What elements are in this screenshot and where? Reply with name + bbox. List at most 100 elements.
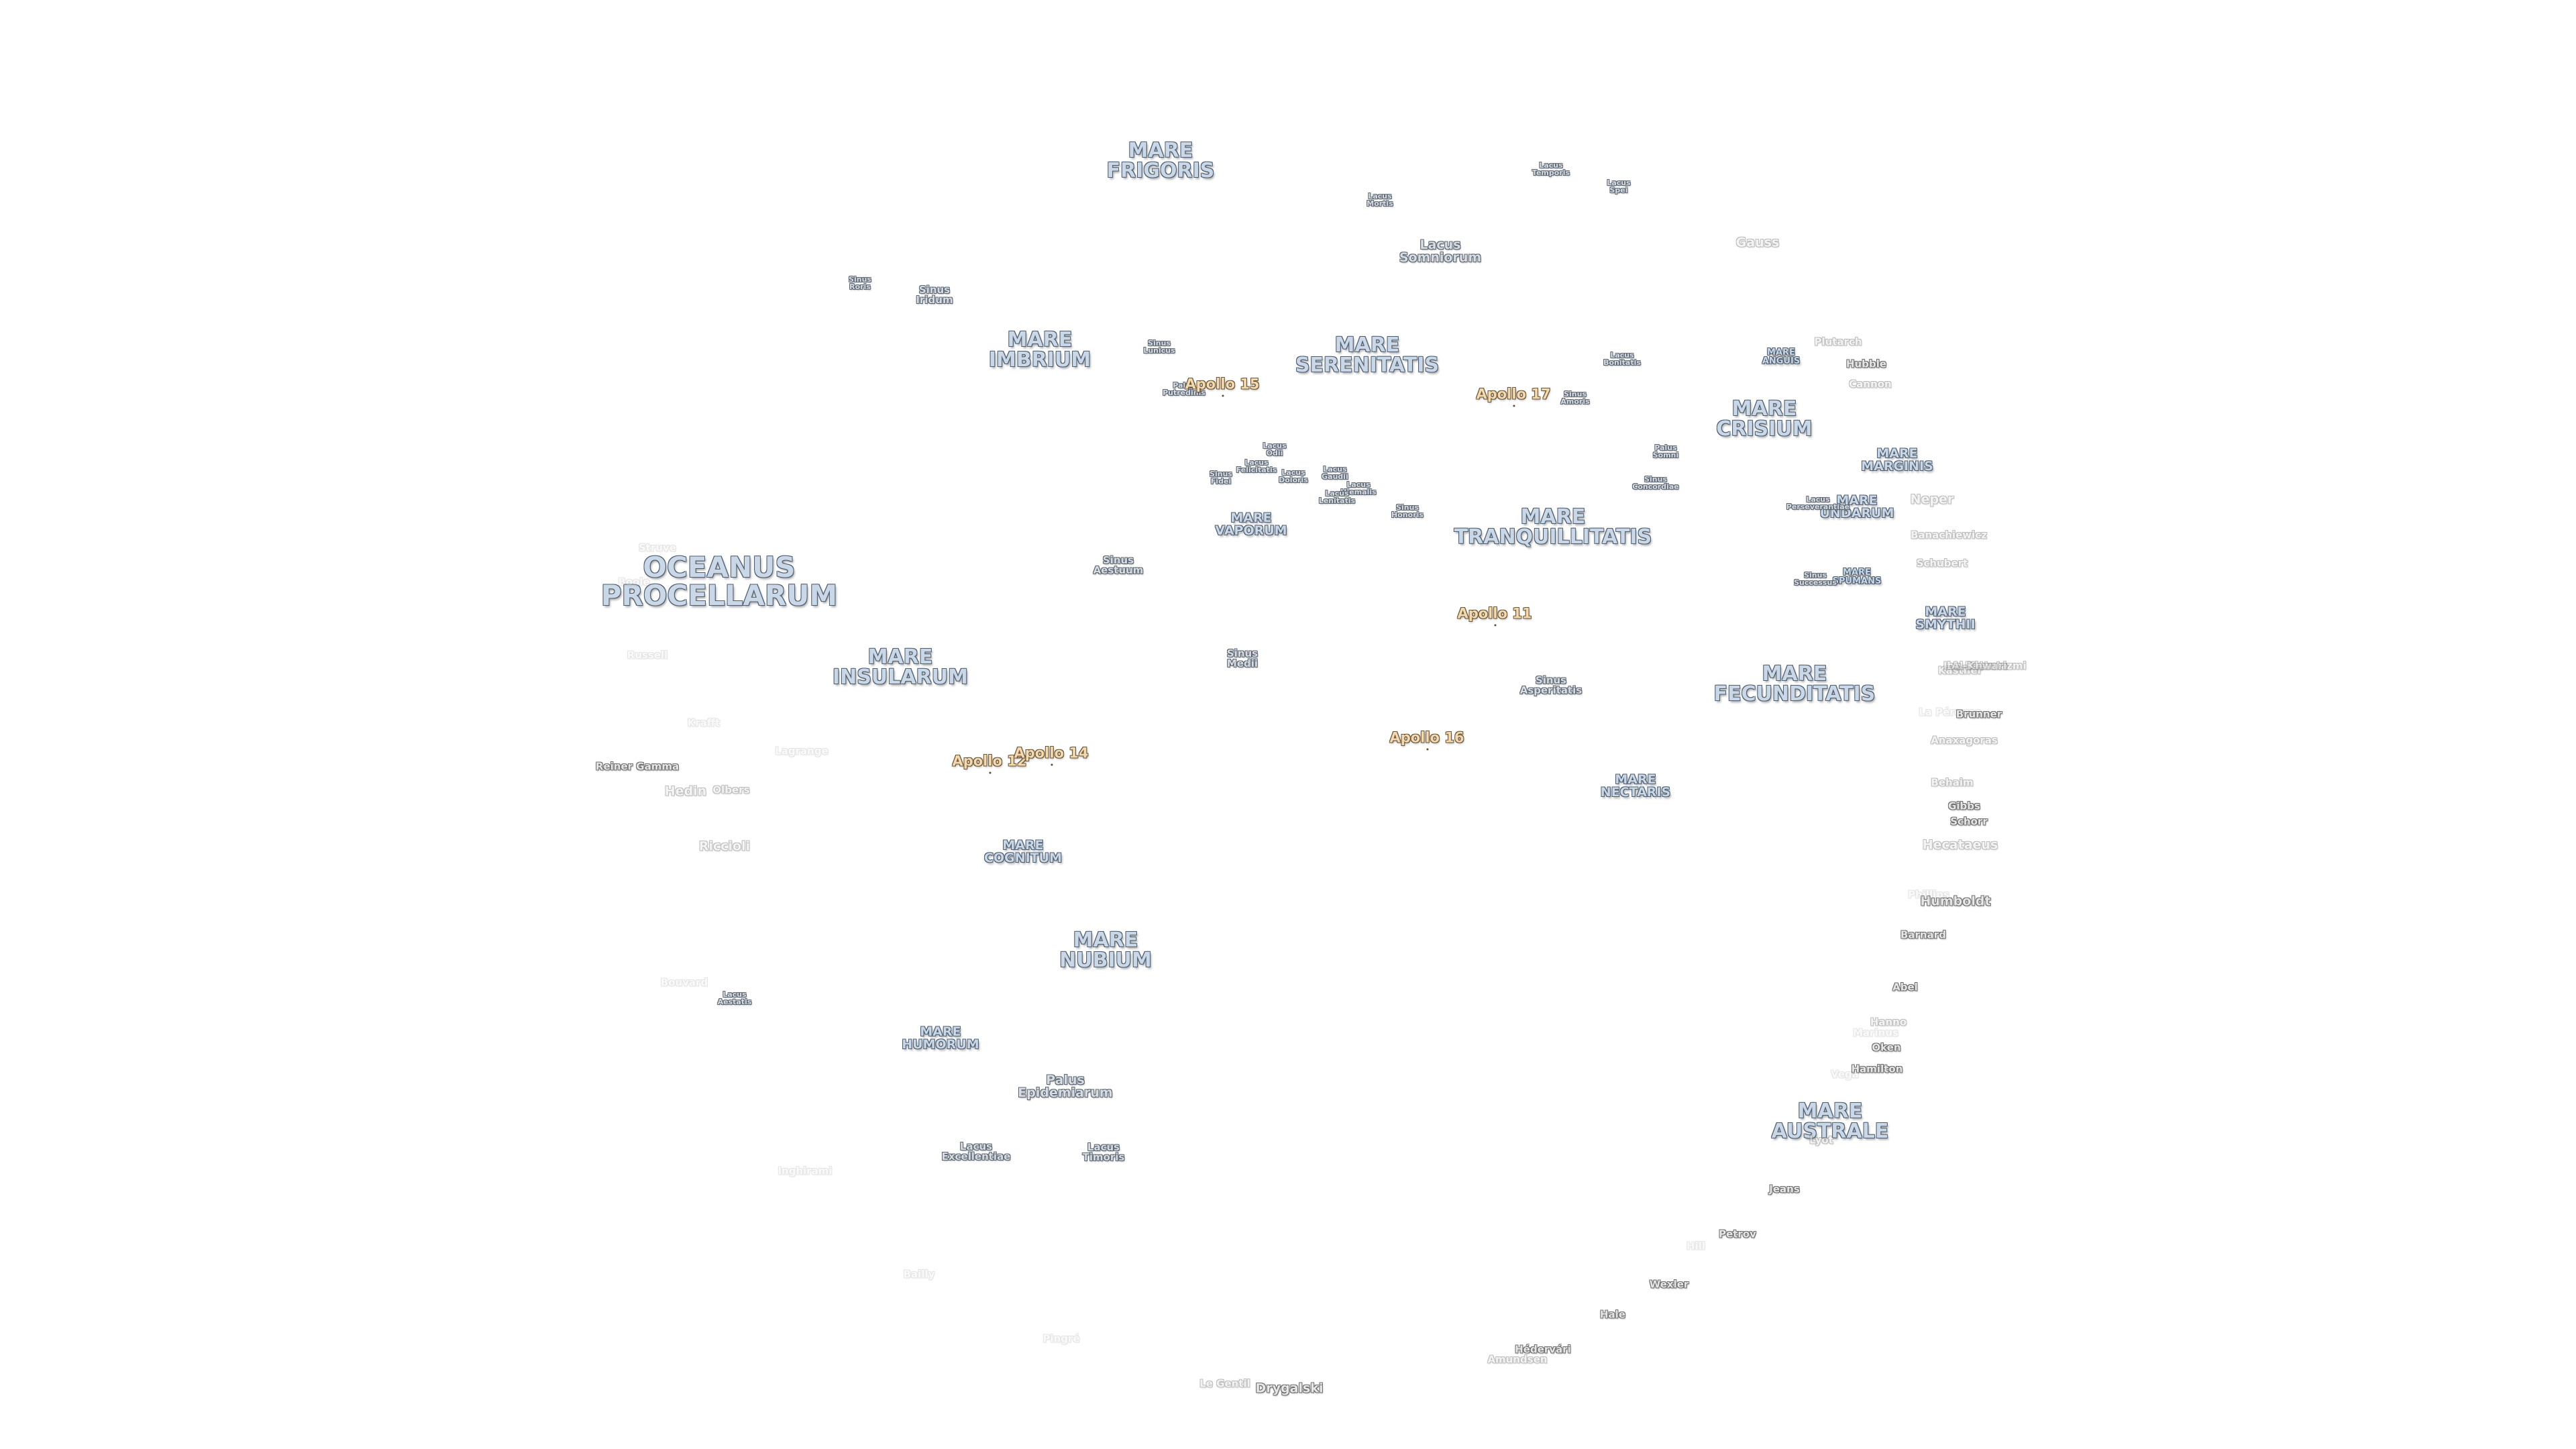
mare-label-mare-imbrium: MARE IMBRIUM [988, 328, 1091, 372]
crater-label-hedervari: Hédervári [1515, 1343, 1571, 1356]
mare-label-mare-undarum: MARE UNDARUM [1819, 493, 1894, 521]
landing-site-label-apollo-11: Apollo 11 [1457, 605, 1532, 627]
crater-label-plutarch: Plutarch [1814, 335, 1862, 348]
crater-label-krafft: Krafft [687, 716, 720, 729]
crater-label-banachiewicz: Banachiewicz [1911, 529, 1987, 541]
feature-label-palus-epidemiarum: Palus Epidemiarum [1018, 1073, 1113, 1100]
feature-label-lacus-felicitatis: Lacus Felicitatis [1236, 458, 1277, 474]
crater-label-wexler: Wexler [1649, 1278, 1689, 1291]
crater-label-gauss: Gauss [1735, 235, 1780, 250]
feature-label-lacus-bonitatis: Lacus Bonitatis [1603, 351, 1641, 367]
crater-label-hale: Hale [1600, 1308, 1625, 1321]
mare-label-mare-nubium: MARE NUBIUM [1059, 928, 1152, 972]
mare-label-mare-marginis: MARE MARGINIS [1861, 446, 1933, 474]
crater-label-russell: Russell [627, 649, 668, 661]
crater-label-pingre: Pingré [1042, 1332, 1080, 1345]
mare-label-mare-spumans: MARE SPUMANS [1832, 568, 1882, 586]
crater-label-hubble: Hubble [1845, 358, 1887, 370]
feature-label-lacus-perseverantiae: Lacus Perseverantiae [1786, 495, 1850, 511]
feature-label-sinus-medii: Sinus Medii [1226, 647, 1258, 669]
landing-site-label-apollo-14: Apollo 14 [1014, 745, 1089, 766]
mare-label-mare-cognitum: MARE COGNITUM [984, 838, 1062, 865]
feature-label-sinus-iridum: Sinus Iridum [916, 284, 953, 306]
crater-label-gibbs: Gibbs [1948, 800, 1980, 812]
mare-label-mare-anguis: MARE ANGUIS [1762, 347, 1801, 366]
mare-label-mare-insularum: MARE INSULARUM [833, 645, 968, 689]
crater-label-boole: Boole [618, 576, 650, 588]
crater-label-oken: Oken [1872, 1041, 1901, 1054]
mare-label-mare-nectaris: MARE NECTARIS [1600, 772, 1671, 800]
mare-label-mare-smythii: MARE SMYTHII [1915, 604, 1976, 632]
crater-label-hamilton: Hamilton [1851, 1063, 1903, 1075]
mare-label-mare-frigoris: MARE FRIGORIS [1106, 139, 1215, 182]
crater-label-behaim: Behaim [1931, 776, 1974, 789]
feature-label-lacus-spei: Lacus Spei [1607, 178, 1631, 195]
crater-label-marinus: Marinus [1853, 1026, 1898, 1039]
crater-label-struve: Struve [638, 541, 677, 554]
crater-label-schubert: Schubert [1916, 557, 1968, 570]
feature-label-palus-somni: Palus Somni [1652, 443, 1679, 460]
crater-label-riccioli: Riccioli [698, 839, 751, 854]
crater-label-brunner: Brunner [1955, 708, 2002, 720]
crater-label-hill: Hill [1686, 1240, 1705, 1252]
crater-label-le-gentil: Le Gentil [1199, 1377, 1250, 1390]
mare-label-mare-serenitatis: MARE SERENITATIS [1295, 333, 1440, 377]
crater-label-kastner: Kästner [1937, 664, 1983, 677]
crater-label-bouvard: Bouvard [660, 976, 708, 989]
feature-label-sinus-fidei: Sinus Fidei [1210, 470, 1232, 486]
crater-label-vega: Vega [1831, 1068, 1859, 1081]
crater-label-barnard: Barnard [1900, 928, 1946, 941]
feature-label-sinus-honoris: Sinus Honoris [1391, 503, 1424, 519]
feature-label-lacus-temporis: Lacus Temporis [1532, 161, 1570, 177]
feature-label-sinus-aestuum: Sinus Aestuum [1093, 554, 1144, 576]
feature-label-lacus-hiemalis: Lacus Hiemalis [1340, 480, 1377, 496]
feature-label-sinus-lunicus: Sinus Lunicus [1143, 339, 1175, 355]
crater-label-amundsen: Amundsen [1487, 1353, 1548, 1366]
feature-label-sinus-successus: Sinus Successus [1794, 571, 1837, 587]
feature-label-lacus-doloris: Lacus Doloris [1279, 468, 1308, 484]
crater-label-ibn-battuta: Ibn Battuta [1943, 659, 2008, 672]
crater-label-hanno: Hanno [1870, 1016, 1907, 1028]
feature-label-lacus-excellentiae: Lacus Excellentiae [941, 1140, 1011, 1163]
crater-label-olbers: Olbers [712, 784, 750, 796]
crater-label-hedin: Hedin [664, 784, 707, 799]
crater-label-la-perouse: La Pérouse [1919, 706, 1982, 718]
crater-label-neper: Neper [1910, 492, 1954, 507]
crater-label-petrov: Petrov [1719, 1228, 1756, 1240]
crater-label-reiner-gamma: Reiner Gamma [595, 760, 680, 773]
crater-label-bailly: Bailly [903, 1268, 935, 1281]
crater-label-drygalski: Drygalski [1255, 1381, 1324, 1396]
mare-label-mare-australe: MARE AUSTRALE [1771, 1099, 1889, 1143]
mare-label-mare-humorum: MARE HUMORUM [902, 1024, 979, 1052]
feature-label-lacus-gaudii: Lacus Gaudii [1322, 465, 1348, 481]
landing-site-label-apollo-16: Apollo 16 [1389, 729, 1464, 751]
mare-label-mare-crisium: MARE CRISIUM [1716, 397, 1813, 441]
crater-label-schorr: Schorr [1950, 815, 1988, 828]
crater-label-cannon: Cannon [1849, 378, 1892, 390]
crater-label-phillips: Phillips [1908, 888, 1949, 901]
feature-label-sinus-roris: Sinus Roris [849, 275, 871, 291]
crater-label-anaxagoras: Anaxagoras [1931, 734, 1998, 747]
feature-label-lacus-mortis: Lacus Mortis [1366, 192, 1393, 208]
feature-label-sinus-asperitatis: Sinus Asperitatis [1519, 674, 1582, 696]
crater-label-hecataeus: Hecataeus [1922, 837, 1998, 853]
crater-label-al-khwarizmi: Al-Khwarizmi [1951, 659, 2027, 672]
feature-label-sinus-concordiae: Sinus Concordiae [1632, 475, 1679, 491]
crater-label-jeans: Jeans [1769, 1183, 1800, 1195]
feature-label-lacus-lenitatis: Lacus Lenitatis [1318, 489, 1356, 505]
mare-label-mare-vaporum: MARE VAPORUM [1215, 511, 1287, 538]
feature-label-lacus-odii: Lacus Odii [1263, 441, 1287, 458]
landing-site-label-apollo-17: Apollo 17 [1476, 386, 1551, 407]
mare-label-oceanus-procellarum: OCEANUS PROCELLARUM [600, 551, 838, 612]
crater-label-lyot: Lyot [1809, 1134, 1833, 1146]
feature-label-palus-putredinis: Palus Putredinis [1163, 381, 1205, 397]
crater-label-lagrange: Lagrange [775, 745, 828, 757]
landing-site-label-apollo-12: Apollo 12 [952, 753, 1027, 774]
mare-label-mare-fecunditatis: MARE FECUNDITATIS [1713, 662, 1876, 706]
landing-site-label-apollo-15: Apollo 15 [1185, 376, 1260, 397]
feature-label-sinus-amoris: Sinus Amoris [1560, 390, 1590, 406]
crater-label-abel: Abel [1892, 981, 1918, 994]
feature-label-lacus-somniorum: Lacus Somniorum [1399, 237, 1482, 265]
mare-label-mare-tranquillitatis: MARE TRANQUILLITATIS [1454, 505, 1652, 549]
